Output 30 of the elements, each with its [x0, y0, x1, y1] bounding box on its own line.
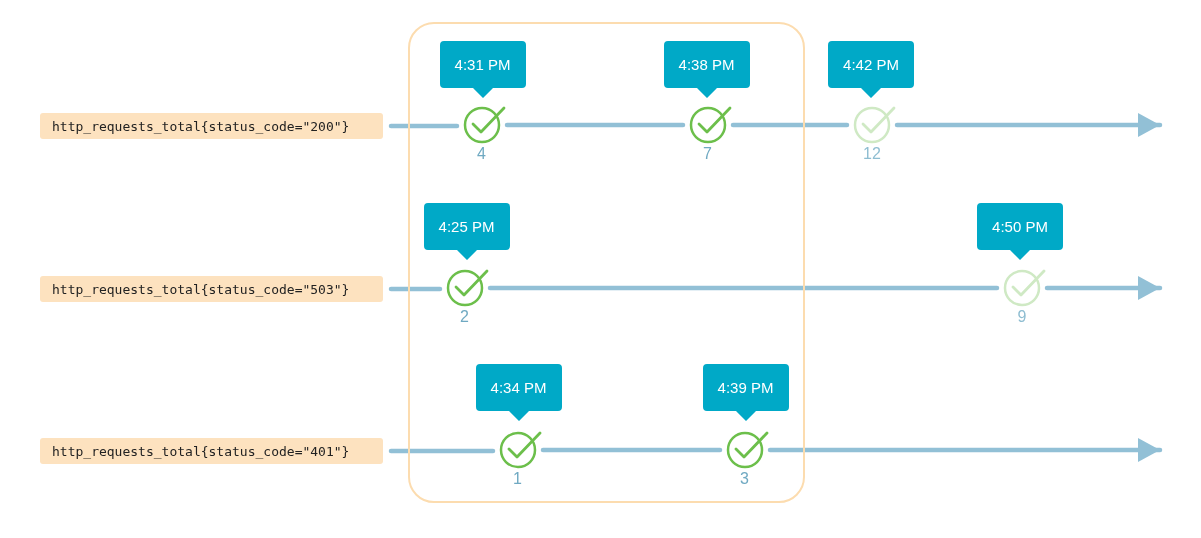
timeline-line [388, 123, 460, 129]
value-label: 9 [1016, 308, 1028, 326]
timestamp-tooltip: 4:34 PM [475, 363, 562, 421]
value-label: 12 [862, 145, 882, 163]
timestamp-tooltip: 4:25 PM [423, 202, 510, 260]
timestamp-tooltip: 4:39 PM [702, 363, 789, 421]
timeline-arrow [1044, 276, 1163, 300]
metric-label: http_requests_total{status_code="401"} [40, 438, 383, 464]
metric-label: http_requests_total{status_code="200"} [40, 113, 383, 139]
timeline-line [388, 286, 443, 292]
value-label: 2 [459, 307, 470, 326]
timestamp-tooltip: 4:42 PM [828, 41, 914, 98]
check-circle-icon [853, 104, 897, 144]
value-label: 3 [739, 469, 750, 488]
timestamp-tooltip: 4:50 PM [977, 203, 1063, 260]
timestamp-tooltip: 4:31 PM [439, 40, 526, 98]
timeline-line [487, 285, 1000, 291]
timeline-line [388, 448, 496, 454]
timeline-line [730, 122, 850, 128]
value-label: 1 [512, 469, 523, 488]
timeline-line [540, 447, 723, 453]
timeline-arrow [894, 113, 1163, 137]
value-label: 4 [476, 144, 487, 163]
timestamp-tooltip: 4:38 PM [663, 40, 750, 98]
value-label: 7 [702, 144, 713, 163]
check-circle-icon [1003, 267, 1047, 307]
metric-label: http_requests_total{status_code="503"} [40, 276, 383, 302]
timeline-line [504, 122, 686, 128]
timeline-arrow [767, 438, 1163, 462]
selection-frame [408, 22, 805, 503]
